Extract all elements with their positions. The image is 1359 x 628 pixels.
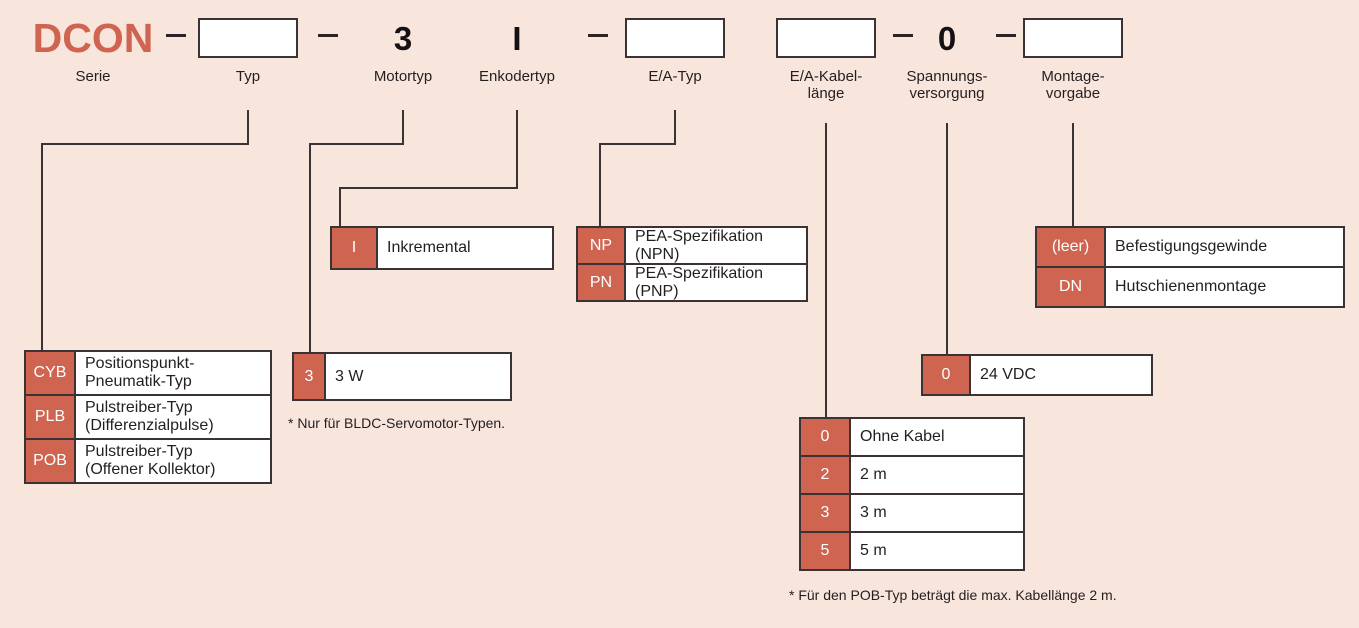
option-desc: 3 m [860,504,887,521]
segment-kabellaenge: E/A-Kabel- länge [776,14,876,102]
option-code: 5 [801,533,851,569]
table-row[interactable]: PN PEA-Spezifikation (PNP) [578,265,806,300]
separator-dash-2 [318,34,338,37]
table-row[interactable]: NP PEA-Spezifikation (NPN) [578,228,806,265]
option-desc: 3 W [335,367,364,385]
table-row[interactable]: CYB Positionspunkt- Pneumatik-Typ [26,352,270,396]
option-code: PN [578,265,626,300]
table-row[interactable]: 5 5 m [801,533,1023,569]
option-code: DN [1037,268,1106,306]
table-row[interactable]: PLB Pulstreiber-Typ (Differenzialpulse) [26,396,270,440]
segment-typ-box[interactable] [198,14,298,62]
segment-typ-caption: Typ [235,68,261,85]
segment-motortyp: 3 Motortyp [355,14,451,86]
segment-enkodertyp-value: I [512,19,522,57]
table-row[interactable]: (leer) Befestigungsgewinde [1037,228,1343,268]
kabellaenge-input-box[interactable] [776,18,876,58]
segment-kabellaenge-caption: E/A-Kabel- länge [789,68,863,102]
separator-dash-3 [588,34,608,37]
option-desc: PEA-Spezifikation (PNP) [635,264,764,300]
table-kabellaenge: 0 Ohne Kabel 2 2 m 3 3 m 5 5 m [799,417,1025,571]
option-code: 3 [294,354,326,399]
option-code: 0 [923,356,971,394]
segment-montage-caption: Montage- vorgabe [1041,68,1105,102]
option-desc: Inkremental [387,239,471,256]
segment-spannung: 0 Spannungs- versorgung [898,14,996,103]
typ-input-box[interactable] [198,18,298,58]
option-code: 2 [801,457,851,493]
option-code: (leer) [1037,228,1106,266]
option-desc: PEA-Spezifikation (NPN) [635,227,764,263]
segment-ea-typ-box[interactable] [625,14,725,62]
option-desc: Positionspunkt- Pneumatik-Typ [85,355,195,390]
model-code-row: DCON Serie Typ 3 Motortyp I Enkodertyp E… [0,0,1359,108]
segment-motortyp-value: 3 [393,19,413,57]
separator-dash-1 [166,34,186,37]
option-code: CYB [26,352,76,394]
separator-dash-4 [893,34,913,37]
segment-montage: Montage- vorgabe [1023,14,1123,102]
table-enkodertyp: I Inkremental [330,226,554,270]
segment-serie-caption: Serie [75,68,111,85]
leader-ea-typ [599,110,676,226]
table-row[interactable]: I Inkremental [332,228,552,268]
table-typ: CYB Positionspunkt- Pneumatik-Typ PLB Pu… [24,350,272,484]
table-motortyp: 3 3 W [292,352,512,401]
option-desc: Hutschienenmontage [1115,278,1267,295]
option-code: 0 [801,419,851,455]
leader-enkodertyp [339,110,518,226]
montage-input-box[interactable] [1023,18,1123,58]
option-desc: Pulstreiber-Typ (Offener Kollektor) [85,443,216,478]
option-desc: Befestigungsgewinde [1115,238,1268,255]
segment-serie: DCON Serie [28,14,158,85]
segment-typ: Typ [198,14,298,85]
note-motortyp: * Nur für BLDC-Servomotor-Typen. [288,415,506,431]
segment-enkodertyp: I Enkodertyp [458,14,576,86]
table-row[interactable]: POB Pulstreiber-Typ (Offener Kollektor) [26,440,270,482]
option-code: 3 [801,495,851,531]
option-code: POB [26,440,76,482]
segment-serie-value: DCON [32,14,154,61]
table-spannung: 0 24 VDC [921,354,1153,396]
segment-enkodertyp-caption: Enkodertyp [479,68,555,85]
option-desc: 2 m [860,466,887,483]
table-row[interactable]: 0 24 VDC [923,356,1151,394]
table-ea-typ: NP PEA-Spezifikation (NPN) PN PEA-Spezif… [576,226,808,302]
table-montage: (leer) Befestigungsgewinde DN Hutschiene… [1035,226,1345,308]
leader-typ [41,110,249,350]
option-desc: 24 VDC [980,366,1037,383]
separator-dash-5 [996,34,1016,37]
segment-montage-box[interactable] [1023,14,1123,62]
segment-motortyp-caption: Motortyp [373,68,433,85]
segment-ea-typ-caption: E/A-Typ [648,68,702,85]
option-code: PLB [26,396,76,438]
segment-spannung-value: 0 [937,19,957,57]
table-row[interactable]: 3 3 m [801,495,1023,533]
option-desc: 5 m [860,542,887,559]
table-row[interactable]: 3 3 W [294,354,510,399]
option-code: I [332,228,378,268]
table-row[interactable]: 2 2 m [801,457,1023,495]
table-row[interactable]: 0 Ohne Kabel [801,419,1023,457]
option-code: NP [578,228,626,263]
segment-spannung-caption: Spannungs- versorgung [906,68,988,102]
segment-kabellaenge-box[interactable] [776,14,876,62]
note-kabellaenge: * Für den POB-Typ beträgt die max. Kabel… [789,587,1117,603]
table-row[interactable]: DN Hutschienenmontage [1037,268,1343,306]
option-desc: Ohne Kabel [860,428,945,445]
ea-typ-input-box[interactable] [625,18,725,58]
option-desc: Pulstreiber-Typ (Differenzialpulse) [85,399,214,434]
segment-ea-typ: E/A-Typ [625,14,725,85]
